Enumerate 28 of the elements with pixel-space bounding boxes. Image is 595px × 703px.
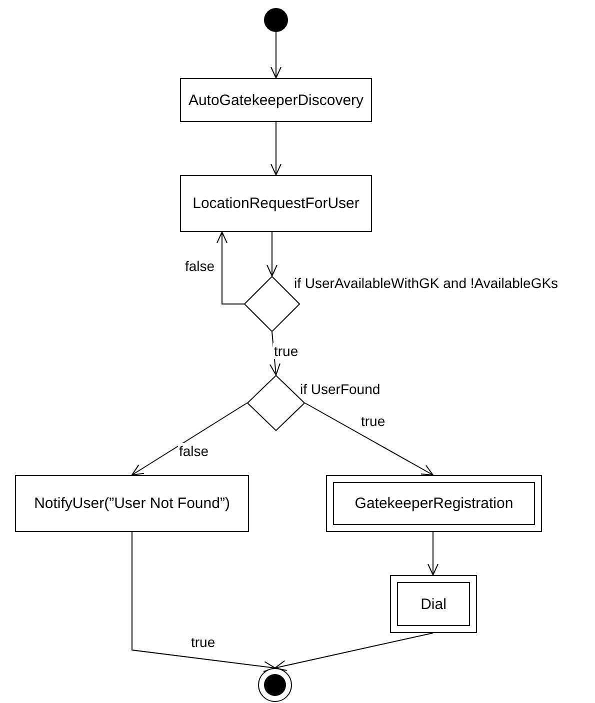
condition-label: if UserAvailableWithGK and !AvailableGKs (294, 275, 558, 291)
flow-arrow (266, 232, 278, 276)
subactivity-box (326, 475, 542, 532)
flow-arrow (304, 402, 434, 476)
flow-arrow (132, 532, 276, 672)
activity-label: AutoGatekeeperDiscovery (188, 92, 364, 108)
edge-label: false (178, 443, 210, 459)
flow-arrow (428, 532, 438, 576)
subactivity-box (390, 575, 477, 633)
activity-label: LocationRequestForUser (192, 195, 360, 212)
activity-box (180, 78, 372, 122)
decision-diamond (247, 375, 305, 431)
activity-label: GatekeeperRegistration (354, 495, 514, 512)
flow-arrow (216, 232, 244, 304)
activity-label: NotifyUser(”User Not Found”) (34, 495, 230, 512)
final-node (258, 668, 292, 702)
edge-label: false (184, 258, 216, 274)
flow-arrow (270, 32, 282, 78)
activity-box (180, 175, 372, 232)
activity-box (15, 475, 249, 532)
edge-label: true (273, 343, 300, 359)
condition-label: if UserFound (300, 381, 380, 397)
flow-arrow (270, 122, 282, 176)
flow-arrow (274, 632, 434, 671)
initial-node (264, 8, 288, 32)
flow-arrow (132, 402, 248, 476)
decision-diamond (244, 276, 300, 332)
activity-label: Dial (420, 596, 446, 612)
